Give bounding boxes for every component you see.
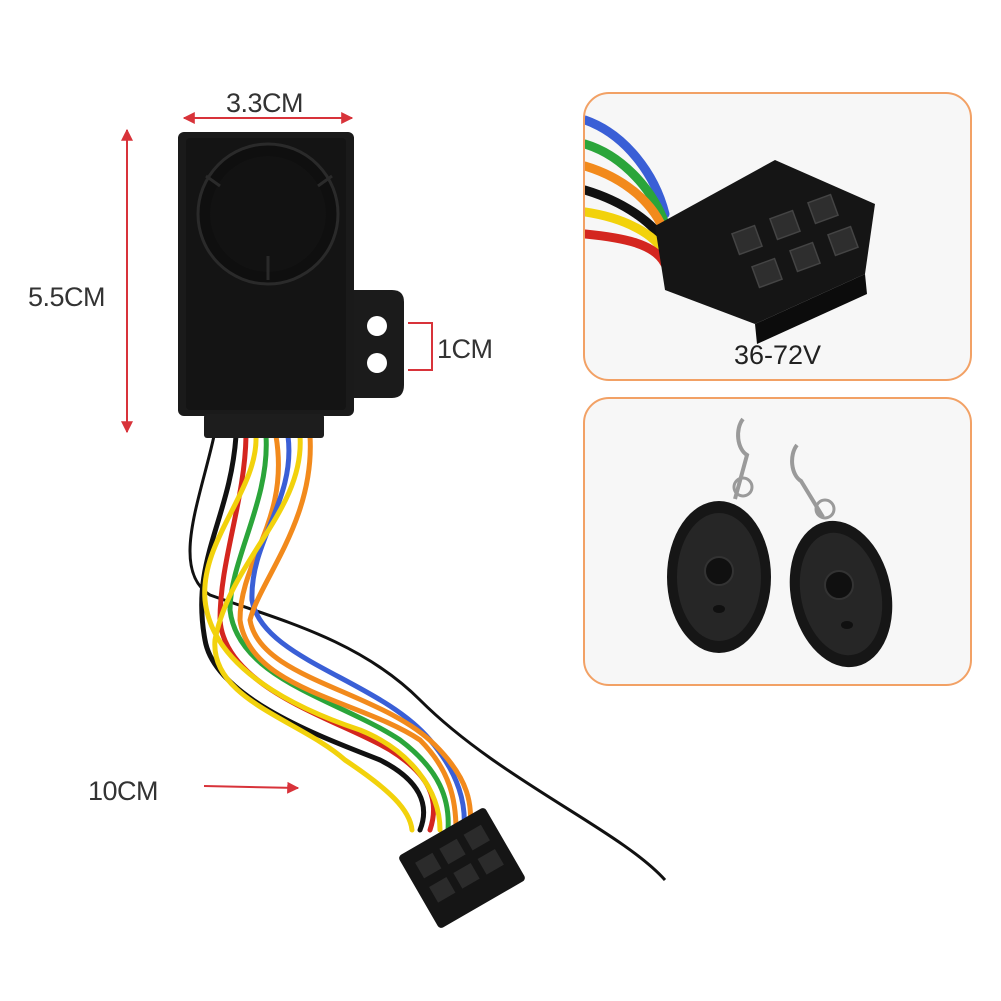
mount-hole-top <box>367 316 387 336</box>
connector-panel: 36-72V <box>583 92 972 381</box>
connector-closeup <box>585 115 875 344</box>
hole-bracket <box>408 322 433 371</box>
alarm-siren-icon <box>178 132 404 438</box>
mount-hole-bottom <box>367 353 387 373</box>
remote-keyfob-icon <box>667 417 771 653</box>
width-label: 3.3CM <box>226 88 304 118</box>
connector-plug-icon <box>655 160 875 344</box>
mount-hole-label: 1CM <box>437 334 493 364</box>
height-label: 5.5CM <box>28 282 106 312</box>
remotes-panel <box>583 397 972 686</box>
wire-antenna <box>188 435 667 882</box>
connector-plug-icon <box>399 808 525 928</box>
remote-keyfobs <box>667 417 893 668</box>
cable-length-label: 10CM <box>88 776 159 806</box>
wire-bundle <box>199 433 473 833</box>
cable-arrow <box>203 781 300 794</box>
remote-keyfob-icon <box>789 443 893 668</box>
voltage-caption: 36-72V <box>733 340 822 370</box>
